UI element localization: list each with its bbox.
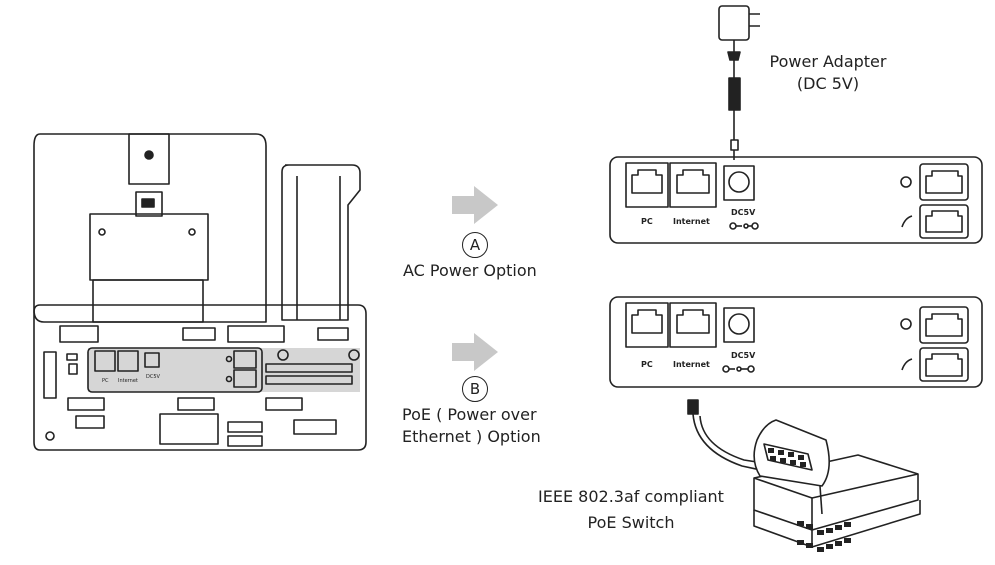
port-label-internet: Internet xyxy=(673,360,710,369)
poe-switch-label: IEEE 802.3af compliant PoE Switch xyxy=(528,484,734,536)
power-adapter-line2: (DC 5V) xyxy=(796,74,860,93)
port-label-dc: DC5V xyxy=(731,351,756,360)
port-label-pc: PC xyxy=(641,217,653,226)
port-label-internet: Internet xyxy=(673,217,710,226)
option-b-line2: Ethernet ) Option xyxy=(402,427,541,446)
arrow-right-icon xyxy=(452,186,498,224)
power-adapter-label: Power Adapter (DC 5V) xyxy=(758,51,898,95)
svg-text:DC5V: DC5V xyxy=(146,374,161,380)
option-a-badge: A xyxy=(462,232,488,258)
connector-panel-b xyxy=(609,296,983,388)
poe-switch-line1: IEEE 802.3af compliant xyxy=(538,487,724,506)
svg-text:PC: PC xyxy=(102,378,109,384)
ethernet-cable-icon xyxy=(687,399,771,473)
option-a-label: AC Power Option xyxy=(403,261,537,280)
svg-text:Internet: Internet xyxy=(118,378,138,384)
phone-rear-view: PC Internet DC5V xyxy=(33,133,367,451)
poe-switch-icon xyxy=(753,419,921,552)
power-adapter-line1: Power Adapter xyxy=(769,52,887,71)
option-b-line1: PoE ( Power over xyxy=(402,405,537,424)
poe-switch-line2: PoE Switch xyxy=(587,513,675,532)
port-label-dc: DC5V xyxy=(731,208,756,217)
power-adapter-icon xyxy=(718,5,760,160)
option-b-badge: B xyxy=(462,376,488,402)
port-label-pc: PC xyxy=(641,360,653,369)
option-b-label: PoE ( Power over Ethernet ) Option xyxy=(402,404,541,448)
connector-panel-a xyxy=(609,156,983,244)
arrow-right-icon xyxy=(452,333,498,371)
